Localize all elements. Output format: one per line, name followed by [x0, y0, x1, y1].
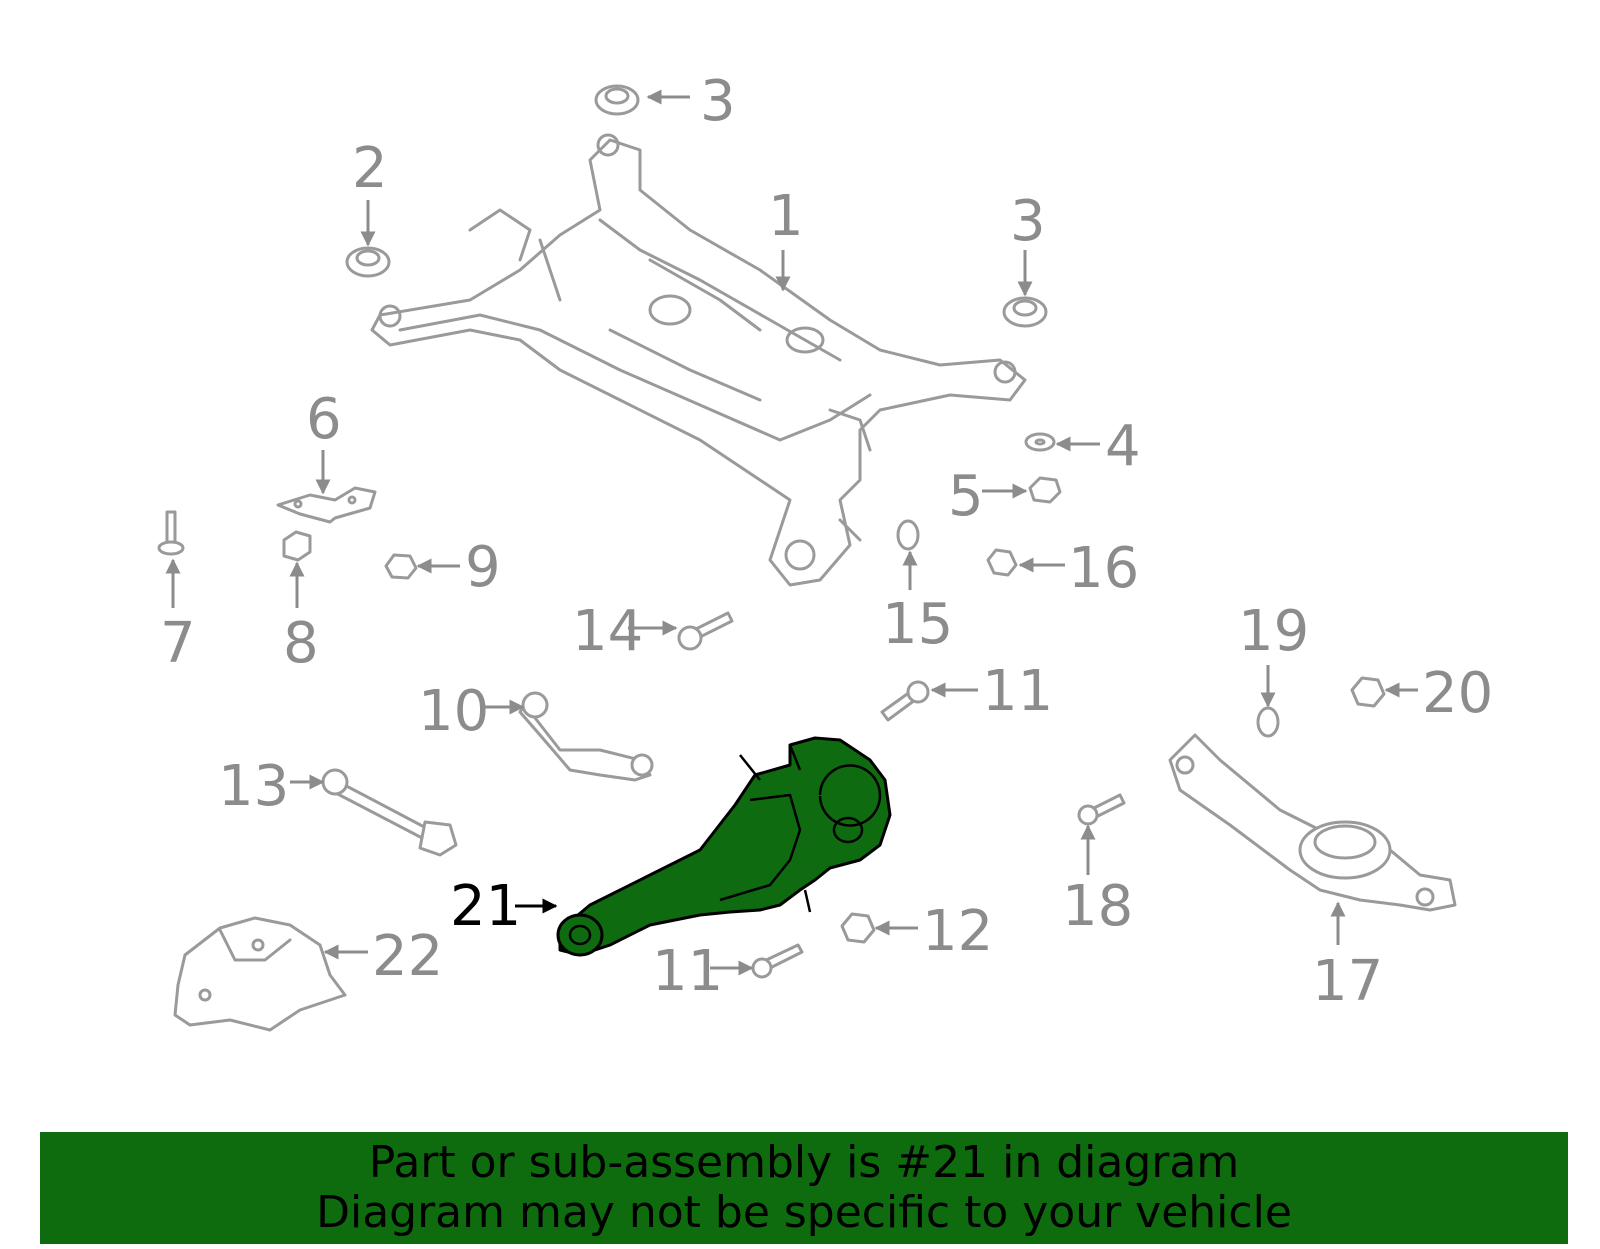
- callout-20: 20: [1422, 661, 1493, 726]
- callout-1: 1: [768, 184, 804, 249]
- banner-line-2: Diagram may not be specific to your vehi…: [316, 1187, 1292, 1238]
- callout-arrows: [165, 89, 1418, 976]
- callout-11-upper: 11: [982, 659, 1053, 724]
- bushing-part-3-top[interactable]: [594, 84, 640, 116]
- subframe-part-1[interactable]: [370, 133, 1027, 587]
- washer-part-19[interactable]: [1256, 706, 1280, 738]
- callout-12: 12: [922, 899, 993, 964]
- nut-part-8[interactable]: [282, 530, 312, 562]
- info-banner: Part or sub-assembly is #21 in diagram D…: [40, 1132, 1568, 1244]
- upper-link-part-10[interactable]: [518, 691, 654, 782]
- bolt-part-11-upper[interactable]: [880, 680, 930, 722]
- bushing-part-3-right[interactable]: [1002, 296, 1048, 328]
- banner-line-1: Part or sub-assembly is #21 in diagram: [368, 1137, 1240, 1188]
- callout-5: 5: [948, 464, 984, 529]
- callout-11-lower: 11: [652, 939, 723, 1004]
- bracket-part-22[interactable]: [173, 916, 347, 1032]
- callout-labels: 1 2 3 3 4 5 6 7 8 9 10 11 11 12 13 14 15…: [160, 69, 1493, 1014]
- nut-part-16[interactable]: [986, 548, 1018, 577]
- callout-8: 8: [283, 611, 319, 676]
- callout-16: 16: [1068, 536, 1139, 601]
- lateral-link-part-13[interactable]: [321, 768, 458, 857]
- bolt-part-18[interactable]: [1077, 793, 1126, 826]
- callout-7: 7: [160, 611, 196, 676]
- callout-17: 17: [1312, 949, 1383, 1014]
- washer-part-15[interactable]: [896, 519, 920, 551]
- bracket-part-6[interactable]: [276, 486, 377, 524]
- bolt-part-7[interactable]: [157, 510, 185, 556]
- callout-19: 19: [1238, 599, 1309, 664]
- nut-part-9[interactable]: [384, 553, 418, 580]
- callout-14: 14: [572, 599, 643, 664]
- bushing-part-2[interactable]: [345, 246, 391, 278]
- trailing-arm-part-21[interactable]: [556, 736, 892, 957]
- callout-18: 18: [1062, 874, 1133, 939]
- callout-2: 2: [352, 136, 388, 201]
- nut-part-20[interactable]: [1350, 676, 1386, 708]
- callout-22: 22: [372, 924, 443, 989]
- washer-part-4[interactable]: [1024, 432, 1056, 452]
- callout-15: 15: [882, 592, 953, 657]
- lower-control-arm-part-17[interactable]: [1168, 733, 1457, 912]
- callout-6: 6: [306, 387, 342, 452]
- callout-21: 21: [450, 874, 521, 939]
- nut-part-12[interactable]: [840, 912, 876, 944]
- bolt-part-14[interactable]: [677, 611, 734, 651]
- parts-diagram: 1 2 3 3 4 5 6 7 8 9 10 11 11 12 13 14 15…: [157, 69, 1493, 1032]
- callout-10: 10: [418, 679, 489, 744]
- callout-3-top: 3: [700, 69, 736, 134]
- callout-3-right: 3: [1010, 189, 1046, 254]
- callout-9: 9: [465, 535, 501, 600]
- callout-4: 4: [1105, 414, 1141, 479]
- callout-13: 13: [218, 754, 289, 819]
- nut-part-5[interactable]: [1028, 476, 1062, 504]
- bolt-part-11-lower[interactable]: [751, 943, 804, 979]
